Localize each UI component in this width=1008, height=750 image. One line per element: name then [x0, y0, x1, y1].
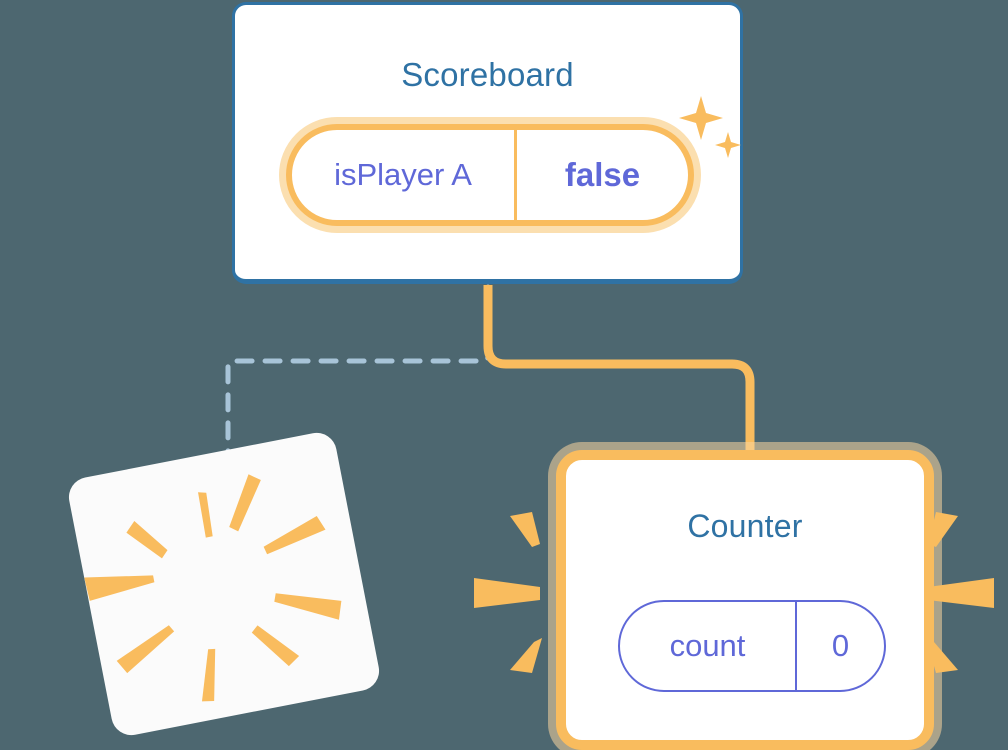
counter-card[interactable]: Counter count 0: [556, 450, 934, 750]
counter-title: Counter: [687, 508, 803, 544]
blank-card[interactable]: [65, 429, 383, 739]
scoreboard-title: Scoreboard: [401, 56, 574, 93]
pill-key-label: isPlayer A: [292, 130, 517, 220]
pill-body[interactable]: isPlayer A false: [286, 124, 694, 226]
counter-state-pill[interactable]: count 0: [618, 600, 886, 692]
pill-highlight-glow: [279, 117, 701, 233]
scoreboard-card[interactable]: Scoreboard isPlayer A false: [232, 2, 743, 284]
scoreboard-state-pill[interactable]: isPlayer A false: [279, 117, 701, 233]
connector-scoreboard-to-counter: [483, 285, 755, 462]
pill-value-label: 0: [831, 628, 850, 663]
pill-value-label: false: [564, 156, 641, 193]
pill-key-label: count: [620, 602, 797, 690]
